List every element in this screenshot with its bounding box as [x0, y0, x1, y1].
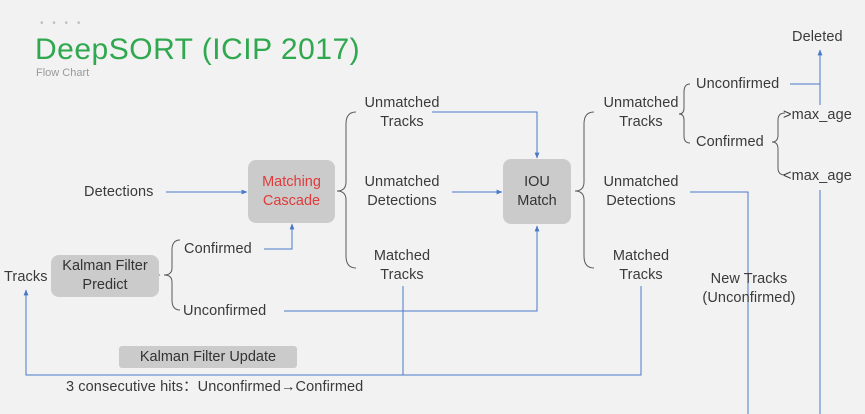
node-kalman-update: Kalman Filter Update — [119, 346, 297, 368]
brace-unmatched-tracks-2 — [678, 83, 691, 144]
node-iou-match: IOU Match — [503, 159, 571, 224]
brace-predict — [163, 239, 181, 311]
edge-matched-2-to-tracks — [23, 286, 642, 376]
label-gt-max-age: >max_age — [783, 107, 852, 123]
label-matched-tracks-2: Matched Tracks — [612, 248, 670, 283]
label-confirmed-1: Confirmed — [184, 241, 252, 257]
brace-cascade — [336, 111, 357, 269]
label-tracks: Tracks — [4, 269, 48, 285]
label-lt-max-age: <max_age — [783, 168, 852, 184]
label-confirmed-2: Confirmed — [696, 134, 764, 150]
edge-unmatched-detections-2-down — [690, 191, 749, 414]
node-kalman-predict: Kalman Filter Predict — [51, 255, 159, 297]
label-unmatched-detections-2: Unmatched Detections — [603, 174, 679, 209]
edge-confirmed-to-cascade — [264, 223, 295, 250]
decor-dots: • • • • — [40, 18, 84, 29]
label-unconfirmed-1: Unconfirmed — [183, 303, 267, 319]
page-subtitle: Flow Chart — [36, 67, 90, 79]
page-title: DeepSORT (ICIP 2017) — [35, 33, 361, 66]
label-deleted: Deleted — [792, 29, 843, 45]
label-unmatched-tracks-2: Unmatched Tracks — [603, 95, 679, 130]
brace-confirmed-2 — [771, 112, 786, 176]
label-new-tracks: New Tracks (Unconfirmed) — [702, 271, 796, 306]
edge-unmatched-tracks-to-iou — [432, 111, 540, 159]
brace-iou — [574, 111, 595, 269]
label-unmatched-detections-1: Unmatched Detections — [364, 174, 440, 209]
edge-unconfirmed-to-iou — [284, 225, 540, 312]
label-consecutive-hits: 3 consecutive hits：Unconfirmed→Confirmed — [66, 379, 364, 395]
label-unmatched-tracks-1: Unmatched Tracks — [364, 95, 440, 130]
label-unconfirmed-2: Unconfirmed — [696, 76, 780, 92]
label-matched-tracks-1: Matched Tracks — [373, 248, 431, 283]
node-matching-cascade: Matching Cascade — [248, 160, 335, 223]
label-detections: Detections — [84, 184, 154, 200]
